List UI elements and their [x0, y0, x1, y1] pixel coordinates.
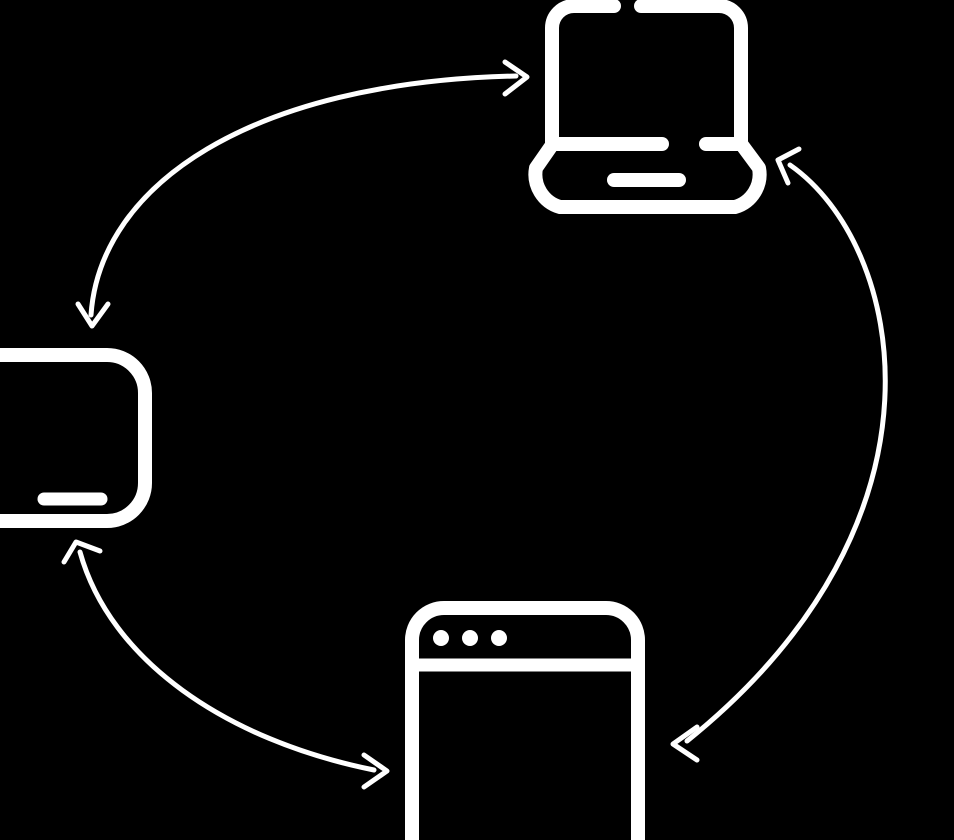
browser-dot-3[interactable]	[491, 630, 507, 646]
arrow-laptop-browser	[670, 146, 888, 763]
browser-window-outline	[405, 601, 645, 840]
browser-dot-1[interactable]	[433, 630, 449, 646]
arrow-laptop-tablet	[75, 59, 530, 329]
tablet-icon[interactable]	[0, 348, 152, 528]
arrow-laptop-tablet-head-tablet	[75, 301, 111, 329]
laptop-screen-left-outline	[545, 0, 621, 149]
browser-dot-2[interactable]	[462, 630, 478, 646]
arrow-laptop-tablet-curve	[88, 73, 519, 318]
arrow-laptop-browser-head-laptop	[775, 146, 802, 186]
tablet-body-outline	[0, 348, 152, 528]
browser-window-icon[interactable]	[405, 601, 645, 840]
arrow-laptop-browser-curve	[684, 162, 888, 744]
laptop-screen-right-outline	[634, 0, 748, 149]
arrow-laptop-browser-head-browser	[670, 724, 700, 763]
arrow-browser-tablet	[61, 539, 390, 790]
laptop-icon[interactable]	[528, 0, 767, 214]
arrow-browser-tablet-head-browser	[361, 752, 390, 790]
arrow-laptop-tablet-head-laptop	[502, 59, 530, 97]
laptop-base-outline	[528, 138, 767, 214]
arrow-browser-tablet-curve	[77, 549, 377, 773]
arrow-browser-tablet-head-tablet	[61, 539, 103, 565]
